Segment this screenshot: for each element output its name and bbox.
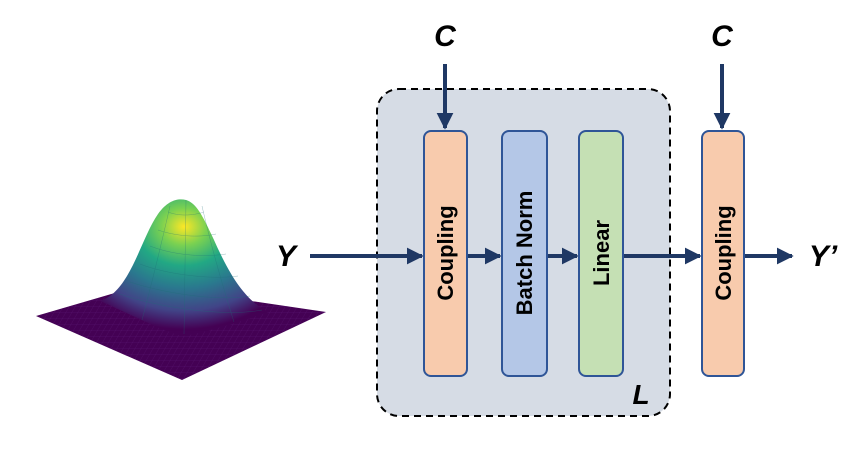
batch-norm-block-label: Batch Norm (512, 191, 537, 316)
linear-block (578, 130, 624, 377)
linear-block-label: Linear (589, 220, 614, 286)
input-label-y: Y (276, 240, 299, 273)
repeat-count-label: L (632, 379, 649, 410)
batch-norm-block (501, 130, 548, 377)
coupling-block-1 (423, 130, 468, 377)
condition-label-left: C (434, 20, 457, 53)
output-label-y-prime: Y’ (809, 240, 838, 273)
peak-mesh-lines (119, 199, 263, 335)
coupling-block-1-label: Coupling (433, 205, 458, 300)
coupling-block-2-label: Coupling (711, 205, 736, 300)
gaussian-surface-plot (36, 199, 326, 380)
gaussian-peak (100, 199, 268, 336)
coupling-block-2 (701, 130, 745, 377)
condition-label-right: C (711, 20, 734, 53)
